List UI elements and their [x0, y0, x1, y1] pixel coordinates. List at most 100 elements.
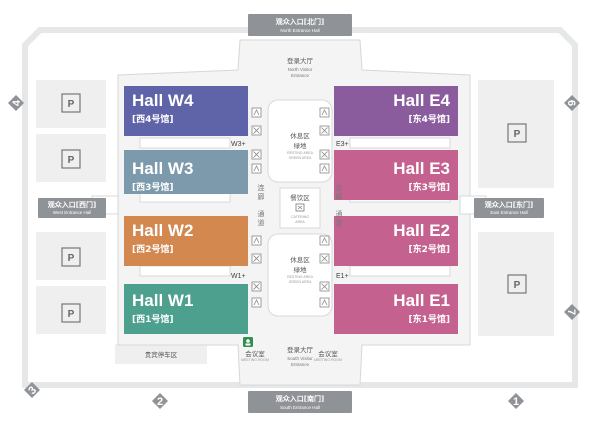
svg-text:廊: 廊 — [258, 192, 265, 201]
parking-icon: P — [507, 123, 527, 143]
marker-1: 1 — [508, 393, 524, 409]
rest-area-top-cn1: 休息区 — [290, 131, 310, 140]
svg-text:P: P — [68, 309, 75, 320]
parking-icon: P — [61, 149, 81, 169]
hall-w3-sub: [西3号馆] — [132, 181, 174, 193]
south-entrance-cn: 观众入口[南门] — [276, 394, 324, 403]
meeting-room-left-en: MEETING ROOM — [241, 358, 269, 362]
facility-icons-left — [251, 107, 262, 308]
restroom-icon — [319, 107, 330, 118]
vip-parking-area — [115, 344, 207, 364]
rest-area-bottom-en1: RESTING AREA — [287, 275, 314, 279]
hall-w1-sub: [西1号馆] — [132, 313, 174, 325]
hall-w3-name: Hall W3 — [132, 159, 193, 178]
meeting-room-icon — [243, 337, 253, 347]
south-lobby-cn: 登录大厅 — [287, 345, 314, 354]
rest-area-top-en1: RESTING AREA — [287, 151, 314, 155]
north-lobby-cn: 登录大厅 — [287, 56, 314, 65]
svg-text:连: 连 — [336, 183, 343, 192]
west-entrance-cn: 观众入口[西门] — [48, 200, 96, 209]
restroom-icon — [251, 297, 262, 308]
north-lobby-en2: Entrance — [291, 73, 310, 78]
rest-area-top-en2: GREEN AREA — [289, 156, 312, 160]
hall-e3[interactable]: Hall E3 [东3号馆] — [334, 150, 458, 200]
outer-road — [22, 27, 578, 388]
rest-area-bottom-en2: GREEN AREA — [289, 280, 312, 284]
svg-text:2: 2 — [157, 396, 163, 408]
no-entry-icon — [251, 253, 262, 264]
restroom-icon — [251, 235, 262, 246]
parking-lot — [478, 80, 554, 188]
hall-w2[interactable]: Hall W2 [西2号馆] — [124, 216, 248, 266]
parking-icon: P — [61, 247, 81, 267]
parking-lot — [36, 80, 106, 128]
parking-lot — [36, 286, 106, 334]
svg-text:连: 连 — [258, 183, 265, 192]
meeting-room-left: 会议室 — [245, 349, 265, 358]
meeting-room-right: 会议室 — [318, 349, 338, 358]
svg-text:道: 道 — [258, 218, 265, 227]
north-entrance[interactable]: 观众入口[北门] North Entrance Hall — [248, 14, 352, 36]
hall-e4[interactable]: Hall E4 [东4号馆] — [334, 86, 458, 136]
hall-w4-sub: [西4号馆] — [132, 113, 174, 125]
gate-e1: E1+ — [336, 273, 349, 280]
hall-w1[interactable]: Hall W1 [西1号馆] — [124, 284, 248, 334]
parking-icons: P P P P P P — [61, 93, 527, 323]
north-lobby-en1: North Visitor — [288, 67, 313, 72]
svg-text:通: 通 — [336, 209, 343, 218]
parking-lot — [36, 232, 106, 280]
west-entrance[interactable]: 观众入口[西门] West Entrance Hall — [38, 198, 106, 218]
south-lobby-en1: South Visitor — [287, 356, 313, 361]
marker-7: 7 — [564, 304, 580, 320]
svg-text:P: P — [514, 280, 521, 291]
no-entry-icon — [319, 149, 330, 160]
svg-text:P: P — [68, 155, 75, 166]
corridor-right-label: 连 廊 通 道 — [336, 183, 343, 227]
facility-icons-right — [319, 107, 330, 308]
hall-w2-sub: [西2号馆] — [132, 243, 174, 255]
svg-text:廊: 廊 — [336, 192, 343, 201]
south-entrance[interactable]: 观众入口[南门] South Entrance Hall — [248, 391, 352, 413]
parking-right — [478, 80, 554, 336]
parking-left — [36, 80, 106, 334]
restroom-icon — [319, 163, 330, 174]
gate-e3: E3+ — [336, 141, 349, 148]
hall-e1[interactable]: Hall E1 [东1号馆] — [334, 284, 458, 334]
parking-icon: P — [507, 274, 527, 294]
center-rest-area-bottom — [267, 233, 333, 317]
svg-text:4: 4 — [11, 99, 23, 106]
hall-e1-sub: [东1号馆] — [409, 313, 451, 325]
hall-e4-name: Hall E4 — [393, 91, 450, 110]
catering-en1: CATERING — [291, 215, 309, 219]
vip-parking-label: 贵宾停车区 — [145, 350, 178, 359]
no-entry-icon — [319, 253, 330, 264]
svg-text:通: 通 — [258, 209, 265, 218]
marker-3: 3 — [24, 382, 40, 398]
rest-area-bottom-cn2: 绿地 — [294, 265, 308, 274]
hall-e2[interactable]: Hall E2 [东2号馆] — [334, 216, 458, 266]
svg-text:P: P — [514, 129, 521, 140]
north-entrance-en: North Entrance Hall — [280, 28, 319, 33]
catering-en2: AREA — [295, 220, 305, 224]
restroom-icon — [319, 235, 330, 246]
hall-e4-sub: [东4号馆] — [409, 113, 451, 125]
rest-area-bottom-cn1: 休息区 — [290, 255, 310, 264]
no-entry-icon — [319, 281, 330, 292]
hall-w3[interactable]: Hall W3 [西3号馆] — [124, 150, 248, 194]
svg-text:道: 道 — [336, 218, 343, 227]
no-entry-icon — [319, 125, 330, 136]
hall-w2-name: Hall W2 — [132, 221, 193, 240]
hall-e2-name: Hall E2 — [393, 221, 450, 240]
hall-w4[interactable]: Hall W4 [西4号馆] — [124, 86, 248, 136]
south-entrance-en: South Entrance Hall — [280, 405, 320, 410]
parking-icon: P — [61, 93, 81, 113]
east-entrance[interactable]: 观众入口[东门] East Entrance Hall — [474, 198, 544, 218]
hall-w1-name: Hall W1 — [132, 291, 193, 310]
marker-2: 2 — [152, 393, 168, 409]
no-entry-icon — [251, 125, 262, 136]
gate-w1: W1+ — [231, 273, 246, 280]
south-lobby-en2: Entrance — [291, 362, 310, 367]
west-entrance-en: West Entrance Hall — [53, 210, 91, 215]
parking-icon: P — [61, 303, 81, 323]
